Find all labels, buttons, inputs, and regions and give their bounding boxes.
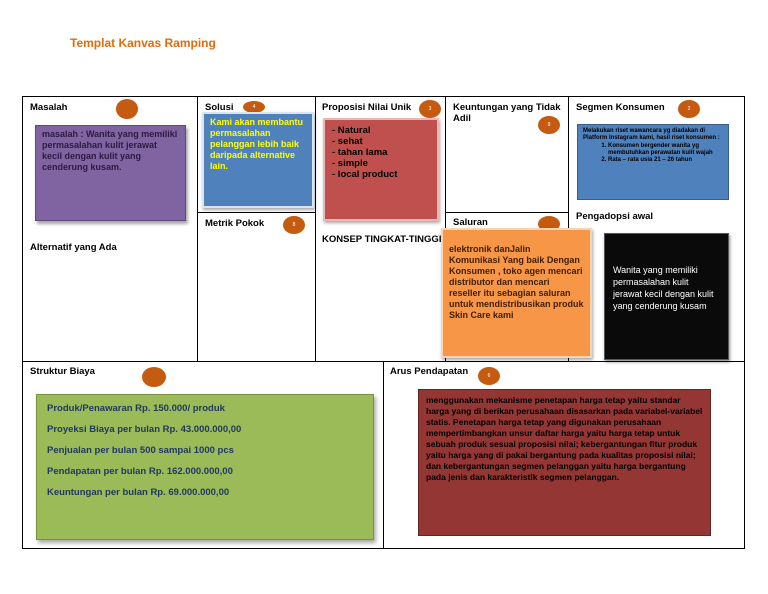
saluran-label: Saluran <box>453 217 488 228</box>
divider <box>197 96 198 361</box>
metrik-label: Metrik Pokok <box>205 218 265 229</box>
divider <box>315 96 316 361</box>
alternatif-label: Alternatif yang Ada <box>30 242 117 253</box>
divider <box>383 361 384 549</box>
divider <box>22 361 745 362</box>
segmen-item: Konsumen bergender wanita yg membutuhkan… <box>608 143 723 157</box>
proposisi-note: - Natural - sehat - tahan lama - simple … <box>323 118 439 221</box>
segmen-intro: Melakukan riset wawancara yg diadakan di… <box>583 128 720 141</box>
biaya-line: Produk/Penawaran Rp. 150.000/ produk <box>47 403 225 414</box>
pendapatan-label: Arus Pendapatan <box>390 366 469 377</box>
keuntungan-label: Keuntungan yang Tidak Adil <box>453 102 561 124</box>
masalah-label: Masalah <box>30 102 68 113</box>
proposisi-badge: 3 <box>419 100 441 118</box>
page-title: Templat Kanvas Ramping <box>70 36 216 50</box>
masalah-note: masalah : Wanita yang memiliki permasala… <box>35 125 186 221</box>
proposisi-item: - sehat <box>332 136 363 147</box>
pendapatan-badge: 6 <box>478 367 500 385</box>
biaya-line: Proyeksi Biaya per bulan Rp. 43.000.000,… <box>47 424 242 435</box>
saluran-text: elektronik danJalin Komunikasi Yang baik… <box>449 244 584 320</box>
biaya-dot <box>142 367 166 387</box>
biaya-note: Produk/Penawaran Rp. 150.000/ produk Pro… <box>36 394 374 540</box>
solusi-label: Solusi <box>205 102 234 113</box>
segmen-badge: 2 <box>678 100 700 118</box>
pengadopsi-note: Wanita yang memiliki permasalahan kulit … <box>604 233 729 360</box>
pendapatan-text: menggunakan mekanisme penetapan harga te… <box>426 395 703 482</box>
segmen-item: Rata – rata usia 21 – 26 tahun <box>608 157 723 164</box>
konsep-label: KONSEP TINGKAT-TINGGI <box>322 234 442 245</box>
saluran-note: elektronik danJalin Komunikasi Yang baik… <box>441 228 592 358</box>
proposisi-item: - tahan lama <box>332 147 388 158</box>
pendapatan-note: menggunakan mekanisme penetapan harga te… <box>418 389 711 536</box>
segmen-label: Segmen Konsumen <box>576 102 665 113</box>
keuntungan-label-line1: Keuntungan yang Tidak <box>453 102 561 113</box>
solusi-text: Kami akan membantu permasalahan pelangga… <box>210 117 304 171</box>
divider <box>445 212 568 213</box>
proposisi-item: - local product <box>332 169 398 180</box>
biaya-line: Keuntungan per bulan Rp. 69.000.000,00 <box>47 487 230 498</box>
segmen-note: Melakukan riset wawancara yg diadakan di… <box>577 124 729 200</box>
keuntungan-badge: 9 <box>538 116 560 134</box>
divider <box>197 212 315 213</box>
masalah-text: masalah : Wanita yang memiliki permasala… <box>42 129 178 172</box>
solusi-note: Kami akan membantu permasalahan pelangga… <box>202 112 314 208</box>
proposisi-label: Proposisi Nilai Unik <box>322 102 412 113</box>
solusi-badge: 4 <box>243 101 265 113</box>
metrik-badge: 8 <box>283 216 305 234</box>
pengadopsi-text: Wanita yang memiliki permasalahan kulit … <box>613 265 714 311</box>
biaya-line: Pendapatan per bulan Rp. 162.000.000,00 <box>47 466 233 477</box>
biaya-label: Struktur Biaya <box>30 366 95 377</box>
masalah-dot <box>116 99 138 119</box>
keuntungan-label-line2: Adil <box>453 113 471 124</box>
pengadopsi-label: Pengadopsi awal <box>576 211 654 222</box>
biaya-line: Penjualan per bulan 500 sampai 1000 pcs <box>47 445 234 456</box>
proposisi-item: - Natural <box>332 125 371 136</box>
proposisi-item: - simple <box>332 158 368 169</box>
